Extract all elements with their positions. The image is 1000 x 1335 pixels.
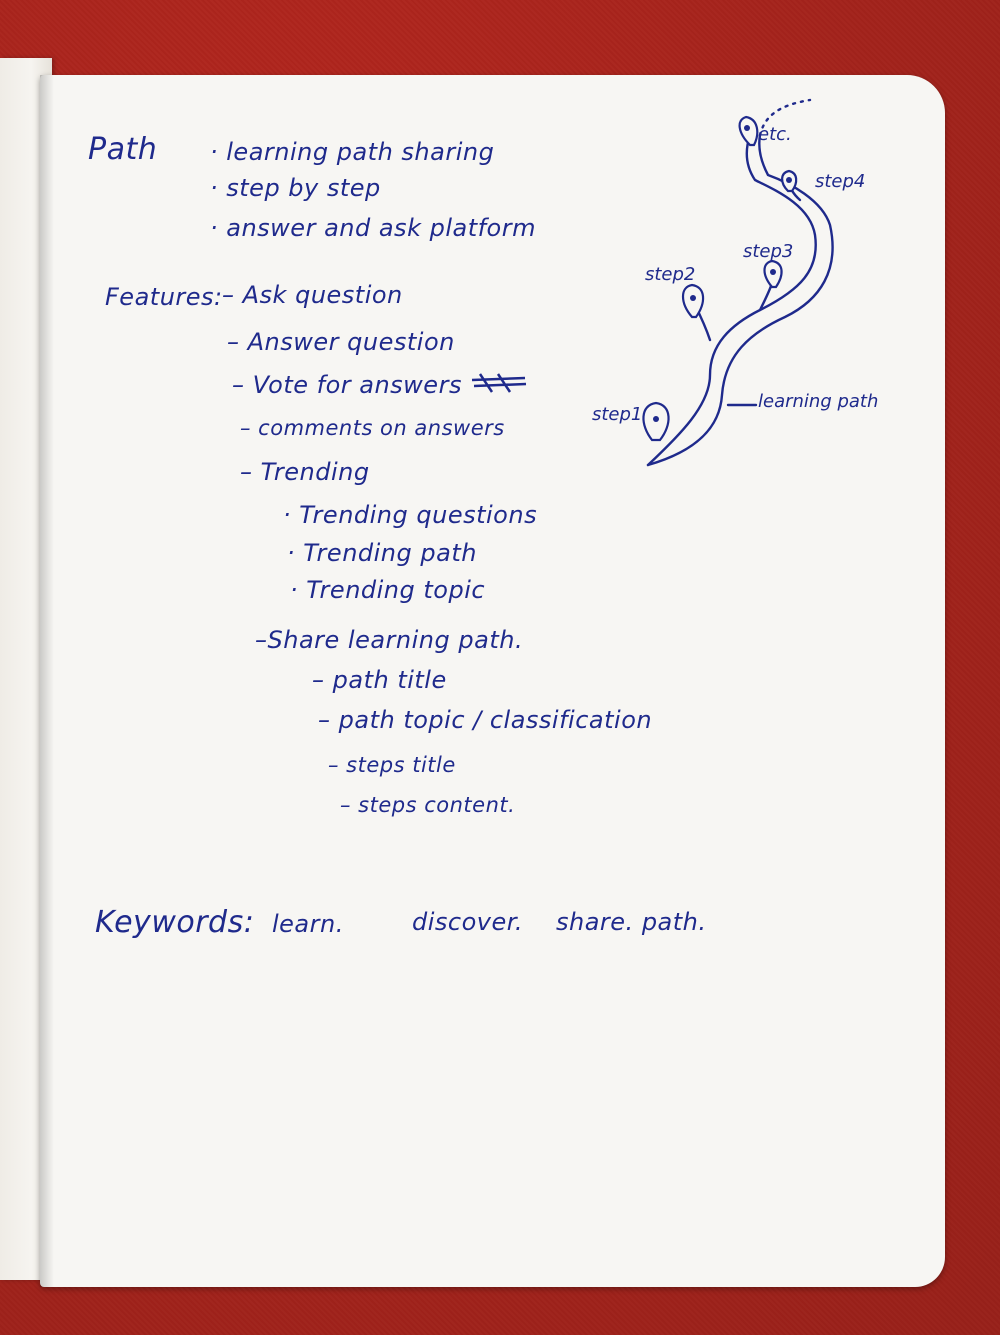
label-step3: step3	[743, 241, 793, 262]
step2-marker-icon	[681, 283, 705, 319]
keyword-discover: discover.	[412, 908, 524, 936]
label-step2: step2	[645, 264, 695, 285]
share-steps-content: – steps content.	[340, 793, 516, 817]
share-learning-path: –Share learning path.	[255, 626, 524, 654]
label-step1: step1	[592, 404, 642, 425]
page-gutter-shadow	[40, 75, 54, 1287]
notebook-page	[40, 75, 945, 1287]
keyword-share-path: share. path.	[556, 908, 707, 936]
learning-path-sketch: etc. step4 step3 step2 step1 learning pa…	[592, 98, 878, 467]
bullet-answer-ask-platform: · answer and ask platform	[210, 214, 536, 242]
share-path-topic: – path topic / classification	[318, 706, 653, 734]
keywords-label: Keywords:	[95, 905, 255, 940]
label-learning-path: learning path	[758, 391, 878, 412]
share-steps-title: – steps title	[328, 753, 456, 777]
scribble-mark	[471, 373, 527, 393]
bullet-learning-path-sharing: · learning path sharing	[210, 138, 495, 166]
trending-questions: · Trending questions	[283, 501, 538, 529]
trending-topic: · Trending topic	[290, 576, 486, 604]
keyword-learn: learn.	[272, 910, 344, 938]
etc-marker-dot	[744, 125, 750, 131]
bullet-step-by-step: · step by step	[210, 174, 381, 202]
dotted-trail	[758, 98, 812, 137]
path-edge-right	[646, 133, 834, 467]
etc-marker-icon	[738, 115, 759, 147]
label-step4: step4	[815, 171, 865, 192]
feature-answer-question: – Answer question	[227, 328, 455, 356]
feature-comments-on-answers: – comments on answers	[240, 416, 505, 440]
step3-marker-dot	[770, 269, 776, 275]
features-label: Features:	[105, 283, 223, 311]
share-path-title: – path title	[312, 666, 447, 694]
trending-path: · Trending path	[287, 539, 477, 567]
feature-trending: – Trending	[240, 458, 370, 486]
label-etc: etc.	[758, 124, 792, 145]
feature-ask-question: – Ask question	[222, 281, 403, 309]
step4-marker-dot	[786, 177, 792, 183]
path-edge-left	[646, 133, 817, 467]
feature-vote-for-answers: – Vote for answers	[232, 371, 462, 399]
heading-path: Path	[88, 132, 158, 167]
step2-marker-dot	[690, 295, 696, 301]
step1-marker-dot	[653, 416, 659, 422]
